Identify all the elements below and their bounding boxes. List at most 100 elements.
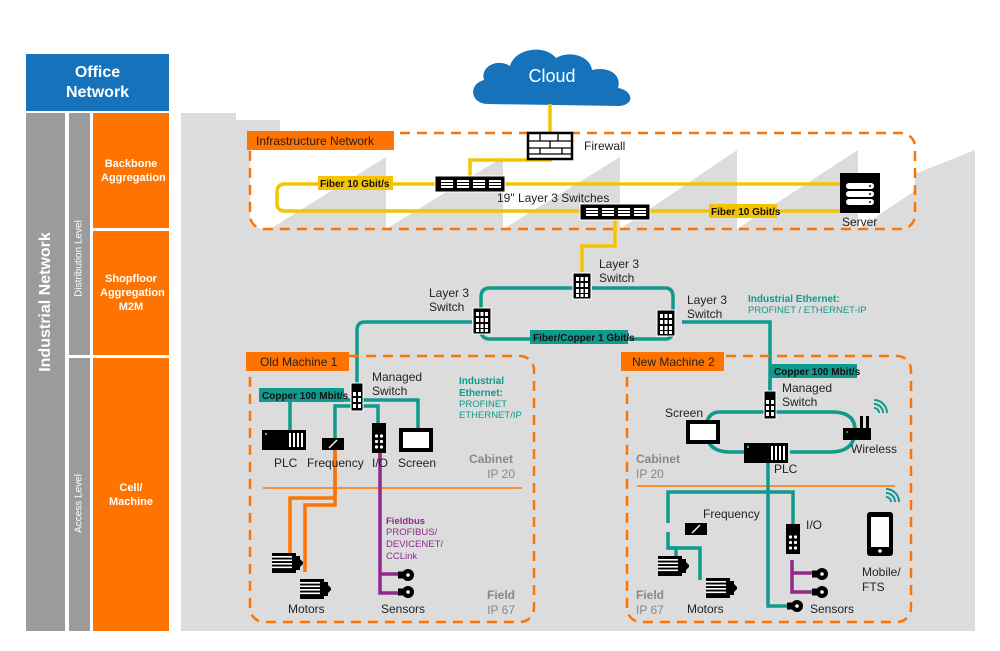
machine1-frequency-icon: [321, 437, 345, 451]
layer3-switch-right-icon: [656, 309, 676, 337]
fiber-label-left-bg: [318, 176, 393, 190]
machine2-sensors-label: Sensors: [810, 602, 854, 616]
machine2-wireless-label: Wireless: [851, 442, 897, 456]
machine2-screen-icon: [686, 420, 720, 444]
machine1-field-label: Field: [487, 588, 515, 602]
switches-label: 19" Layer 3 Switches: [497, 191, 609, 205]
office-network-label: Office Network: [65, 63, 130, 101]
rack-switch-1-icon: [434, 175, 506, 193]
machine1-screen-label: Screen: [398, 456, 436, 470]
machine1-ie-line-1: Industrial: [459, 376, 504, 387]
wireless-router-icon: [843, 416, 871, 440]
fiber-label-left: Fiber 10 Gbit/s: [320, 179, 390, 190]
machine1-fieldbus-title: Fieldbus: [386, 516, 425, 527]
machine2-frequency-label: Frequency: [703, 507, 760, 521]
machine1-copper-label: Copper 100 Mbit/s: [262, 391, 349, 402]
ie-protocols: PROFINET / ETHERNET-IP: [748, 305, 867, 316]
machine2-cabinet-ip: IP 20: [636, 467, 664, 481]
machine2-field-label: Field: [636, 588, 664, 602]
backbone-aggregation-label: Backbone Aggregation: [101, 157, 166, 184]
machine2-title-tab: [621, 352, 724, 371]
machine2-io-label: I/O: [806, 518, 822, 532]
machine2-motor-2-icon: [706, 578, 737, 598]
shopfloor-aggregation-box: Shopfloor Aggregation M2M: [93, 231, 169, 355]
machine1-copper-label-bg: [259, 388, 344, 402]
machine1-switch-label-1: Managed: [372, 370, 422, 384]
machine1-frequency-label: Frequency: [307, 456, 364, 470]
machine1-fieldbus-line-2: DEVICENET/: [386, 539, 443, 550]
access-level-column: Access Level: [69, 358, 90, 631]
fiber-label-right: Fiber 10 Gbit/s: [711, 207, 781, 218]
ring-link-label-bg: [530, 330, 628, 344]
machine1-screen-icon: [399, 428, 433, 452]
machine2-screen-label: Screen: [665, 406, 703, 420]
machine1-field-ip: IP 67: [487, 603, 515, 617]
machine2-mobile-label-2: FTS: [862, 580, 885, 594]
machine2-switch-label-1: Managed: [782, 381, 832, 395]
switch-left-label-1: Layer 3: [429, 286, 469, 300]
machine2-mobile-label-1: Mobile/: [862, 565, 901, 579]
cloud-icon: [473, 49, 631, 106]
machine1-io-icon: [372, 423, 386, 453]
machine2-plc-label: PLC: [774, 462, 798, 476]
ring-link-label: Fiber/Copper 1 Gbit/s: [533, 333, 635, 344]
layer3-switch-top-icon: [572, 272, 592, 300]
machine2-zone: [625, 354, 913, 624]
machine2-motors-label: Motors: [687, 602, 724, 616]
cell-machine-label: Cell/ Machine: [108, 481, 153, 508]
machine1-zone: [248, 354, 536, 624]
machine1-ie-line-2: Ethernet:: [459, 388, 503, 399]
machine2-field-ip: IP 67: [636, 603, 664, 617]
server-label: Server: [842, 215, 877, 229]
machine1-motors-label: Motors: [288, 602, 325, 616]
machine1-plc-icon: [262, 430, 306, 450]
switch-left-label-2: Switch: [429, 300, 464, 314]
switch-right-label-2: Switch: [687, 307, 722, 321]
machine2-title: New Machine 2: [632, 355, 715, 369]
server-icon: [840, 173, 880, 213]
backbone-aggregation-box: Backbone Aggregation: [93, 113, 169, 228]
machine1-ie-proto-2: ETHERNET/IP: [459, 410, 522, 421]
machine2-switch-label-2: Switch: [782, 395, 817, 409]
machine1-fieldbus-line-3: CCLink: [386, 551, 417, 562]
machine2-frequency-icon: [684, 522, 708, 536]
distribution-level-column: Distribution Level: [69, 113, 90, 355]
shopfloor-aggregation-label: Shopfloor Aggregation M2M: [100, 273, 165, 313]
machine2-managed-switch-icon: [763, 390, 777, 420]
machine2-io-icon: [786, 524, 800, 554]
machine2-plc-icon: [744, 443, 788, 463]
firewall-icon: [526, 131, 574, 161]
machine1-motor-2-icon: [300, 579, 331, 599]
switch-top-label-1: Layer 3: [599, 257, 639, 271]
fiber-label-right-bg: [709, 204, 777, 218]
switch-right-label-1: Layer 3: [687, 293, 727, 307]
machine1-cabinet-label: Cabinet: [469, 452, 513, 466]
firewall-label: Firewall: [584, 139, 625, 153]
machine1-switch-label-2: Switch: [372, 384, 407, 398]
machine1-title: Old Machine 1: [260, 355, 338, 369]
machine1-plc-label: PLC: [274, 456, 298, 470]
cloud-label: Cloud: [528, 66, 575, 86]
machine2-copper-label: Copper 100 Mbit/s: [774, 367, 861, 378]
ie-title: Industrial Ethernet:: [748, 294, 840, 305]
mobile-device-icon: [867, 512, 893, 556]
layer3-switch-left-icon: [472, 307, 492, 335]
switch-top-label-2: Switch: [599, 271, 634, 285]
machine2-motor-1-icon: [658, 556, 689, 576]
office-network-box: Office Network: [26, 54, 169, 111]
machine1-fieldbus-line-1: PROFIBUS/: [386, 527, 438, 538]
machine1-managed-switch-icon: [350, 382, 364, 412]
machine1-sensors-label: Sensors: [381, 602, 425, 616]
machine1-title-tab: [246, 352, 349, 371]
infrastructure-title: Infrastructure Network: [256, 134, 375, 148]
infrastructure-title-tab: [247, 131, 394, 150]
machine2-copper-label-bg: [770, 364, 857, 378]
machine1-ie-proto-1: PROFINET: [459, 399, 507, 410]
cell-machine-box: Cell/ Machine: [93, 358, 169, 631]
machine1-motor-1-icon: [272, 553, 303, 573]
machine1-cabinet-ip: IP 20: [487, 467, 515, 481]
machine2-cabinet-label: Cabinet: [636, 452, 680, 466]
rack-switch-2-icon: [579, 203, 651, 221]
industrial-network-column: Industrial Network: [26, 113, 65, 631]
